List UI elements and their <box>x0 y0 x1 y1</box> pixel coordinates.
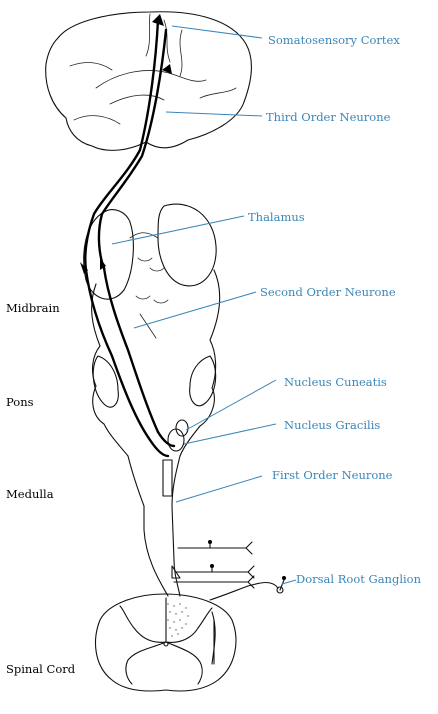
label-nucleus-gracilis: Nucleus Gracilis <box>284 418 380 432</box>
leader-nucleus-cuneatis <box>186 380 276 430</box>
leader-somatosensory-cortex <box>172 26 262 38</box>
label-third-order-neurone: Third Order Neurone <box>266 110 391 124</box>
label-dorsal-root-ganglion: Dorsal Root Ganglion <box>296 572 422 586</box>
leader-third-order-neurone <box>166 112 262 116</box>
thalamus-right-lobe <box>158 204 216 286</box>
label-nucleus-cuneatis: Nucleus Cuneatis <box>284 375 387 389</box>
pons-right-bulge <box>190 356 216 406</box>
leader-nucleus-gracilis <box>184 424 276 444</box>
nucleus-gracilis-shape <box>168 429 184 451</box>
label-somatosensory-cortex: Somatosensory Cortex <box>268 33 400 47</box>
leader-second-order-neurone <box>134 292 256 328</box>
label-second-order-neurone: Second Order Neurone <box>260 285 396 299</box>
spinal-cord-section <box>96 586 248 691</box>
label-medulla: Medulla <box>6 487 54 501</box>
peripheral-nerves <box>172 540 286 593</box>
label-first-order-neurone: First Order Neurone <box>272 468 393 482</box>
label-thalamus: Thalamus <box>248 210 305 224</box>
label-pons: Pons <box>6 395 34 409</box>
leader-first-order-neurone <box>176 476 262 502</box>
label-midbrain: Midbrain <box>6 301 60 315</box>
brainstem <box>84 204 220 596</box>
dorsal-column-tract <box>163 460 172 496</box>
region-labels: Midbrain Pons Medulla Spinal Cord <box>6 301 76 676</box>
dorsal-column-dots <box>167 603 188 636</box>
callout-labels: Somatosensory Cortex Third Order Neurone… <box>248 33 422 586</box>
label-spinal-cord: Spinal Cord <box>6 662 76 676</box>
